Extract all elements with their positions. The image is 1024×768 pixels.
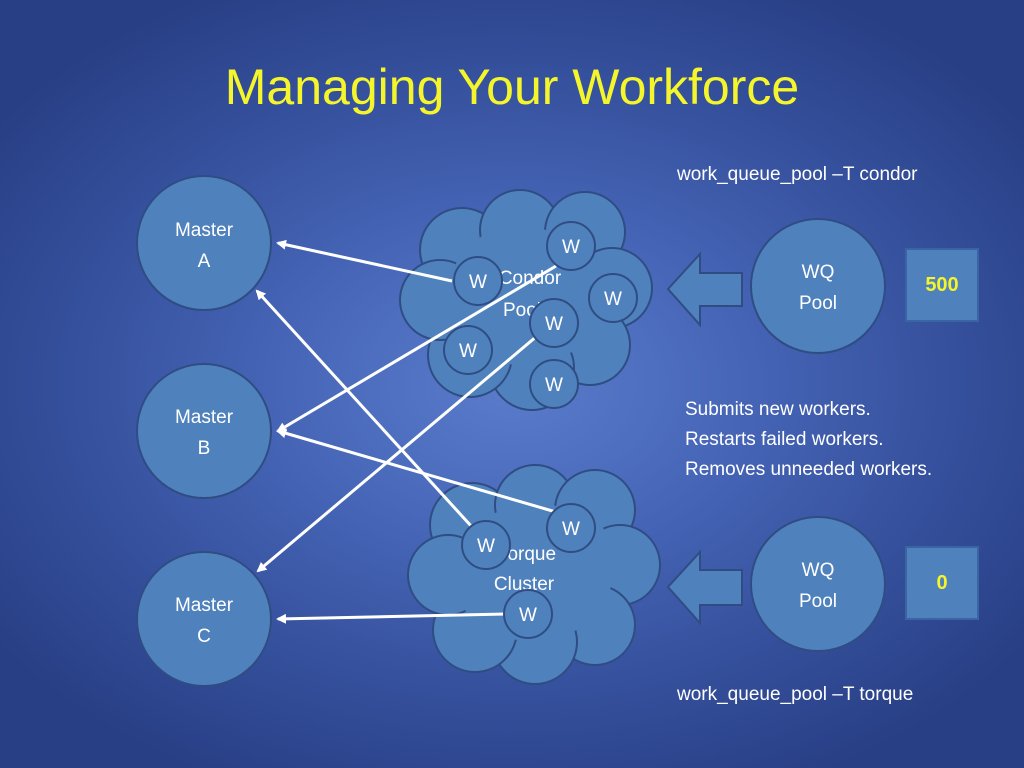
torque-command-text: work_queue_pool –T torque [677, 684, 914, 705]
master-b-label: B [198, 438, 211, 459]
torque-worker-count: 0 [905, 546, 979, 620]
condor-wq-pool-label: Pool [799, 293, 837, 314]
worker-node [546, 503, 596, 553]
master-a-label: A [198, 251, 211, 272]
condor-submit-arrow [666, 251, 743, 328]
worker-node [588, 273, 638, 323]
torque-wq-pool-node [750, 516, 886, 652]
description-line: Submits new workers. [685, 399, 871, 420]
master-c-label: C [197, 626, 211, 647]
worker-label: W [545, 375, 563, 396]
condor-command-text: work_queue_pool –T condor [677, 164, 918, 185]
worker-label: W [604, 289, 622, 310]
torque-submit-arrow [666, 549, 743, 626]
condor-pool-label: Condor [499, 268, 562, 289]
worker-label: W [477, 536, 495, 557]
master-a-node [136, 175, 272, 311]
worker-node [529, 359, 579, 409]
worker-node [546, 221, 596, 271]
master-c-node [136, 551, 272, 687]
connection-arrow [255, 289, 474, 529]
torque-cluster-label: Torque [498, 544, 556, 565]
condor-wq-pool-node [750, 218, 886, 354]
worker-label: W [562, 519, 580, 540]
worker-node [529, 298, 579, 348]
worker-label: W [459, 341, 477, 362]
torque-wq-pool-label: WQ [802, 560, 835, 581]
worker-label: W [562, 237, 580, 258]
slide-title: Managing Your Workforce [224, 59, 800, 115]
worker-node [503, 589, 553, 639]
condor-worker-count: 500 [905, 248, 979, 322]
worker-node [461, 520, 511, 570]
description-line: Restarts failed workers. [685, 429, 884, 450]
torque-wq-pool-label: Pool [799, 591, 837, 612]
connection-arrow [276, 264, 557, 433]
worker-node [453, 256, 503, 306]
connection-arrow [276, 239, 453, 283]
master-b-node [136, 363, 272, 499]
torque-cluster-label: Cluster [494, 574, 555, 595]
worker-label: W [519, 605, 537, 626]
worker-label: W [469, 272, 487, 293]
master-b-label: Master [175, 407, 234, 428]
worker-label: W [545, 314, 563, 335]
master-c-label: Master [175, 595, 234, 616]
worker-node [443, 325, 493, 375]
connection-arrow [276, 612, 507, 624]
master-a-label: Master [175, 220, 234, 241]
connection-arrow [276, 428, 557, 514]
connection-arrow [256, 334, 538, 573]
description-line: Removes unneeded workers. [685, 459, 933, 480]
wq-pool-description: Submits new workers. Restarts failed wor… [685, 395, 932, 485]
condor-wq-pool-label: WQ [802, 262, 835, 283]
